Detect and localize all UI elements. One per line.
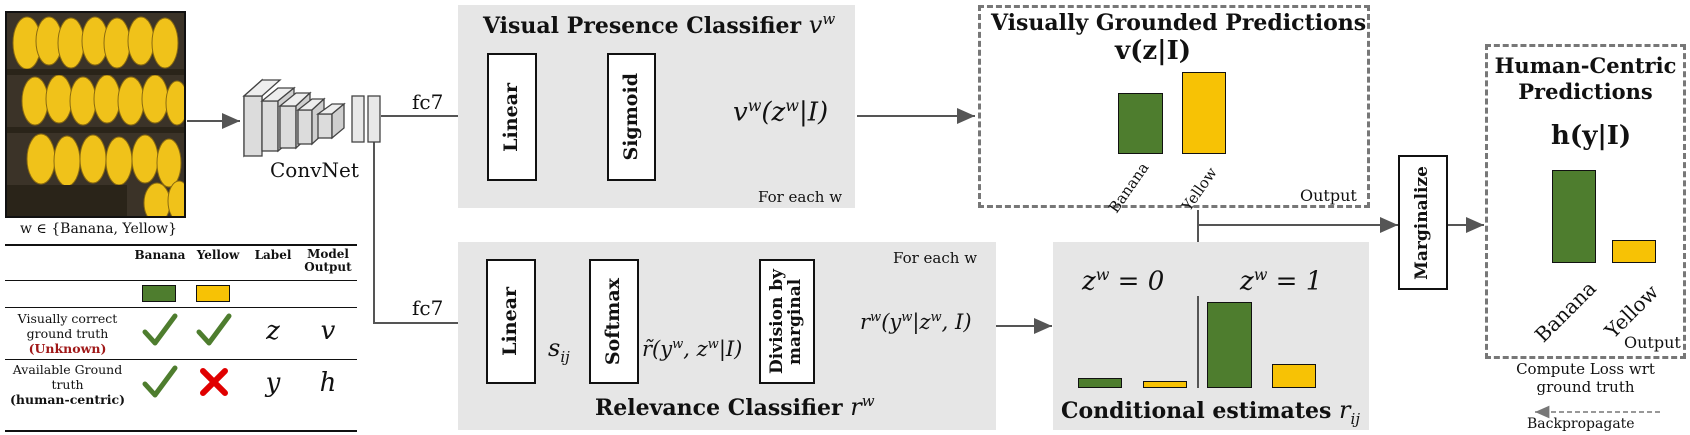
table-header-model-output: Model Output [304,247,352,275]
loss-text: Compute Loss wrt ground truth [1485,360,1686,396]
row2-label-line2: truth [51,377,84,392]
cond-bar-z0-yellow [1143,381,1187,388]
legend-swatch-green [142,285,176,302]
human-title-line1: Human-Centric [1494,53,1677,78]
visual-classifier-title-sup: w [822,10,836,28]
z1-label: zw = 1 [1240,265,1323,297]
conditional-title-text: Conditional estimates [1061,398,1332,424]
cond-bar-z1-yellow [1272,364,1316,388]
row1-label-line3: (Unknown) [28,341,107,356]
human-title-block: Human-Centric Predictions [1485,53,1686,106]
relevance-output-formula: rw(yw|zw, I) [860,310,972,334]
table-rule-1 [5,280,357,281]
human-bar-yellow [1612,240,1656,263]
visual-linear-label: Linear [500,82,523,152]
table-header-label: Label [254,248,292,262]
row2-output-symbol: h [319,368,337,398]
z0-label: zw = 0 [1082,265,1165,297]
banana-image [5,11,186,218]
convnet-label: ConvNet [270,158,359,182]
human-bar-banana [1552,170,1596,263]
loss-line2: ground truth [1536,378,1635,396]
table-top-rule [5,244,357,246]
row1-check-banana-icon [142,313,178,346]
grounded-bar-banana [1118,93,1163,154]
row2-label-line1: Available Ground [12,362,123,377]
visual-classifier-title: Visual Presence Classifier vw [483,10,835,39]
convnet-icon [242,78,381,158]
row2-label-line3: (human-centric) [10,392,125,407]
relevance-linear-label: Linear [499,287,522,356]
relevance-title: Relevance Classifier rw [595,392,875,421]
relevance-classifier-panel [458,242,996,430]
rtilde-formula: r̃(yw, zw|I) [642,337,743,361]
row2-label-symbol: y [265,368,281,398]
table-rule-2 [5,307,357,308]
softmax-label: Softmax [602,277,625,366]
table-rule-3 [5,359,357,360]
human-formula: h(y|I) [1551,121,1632,151]
grounded-formula: v(z|I) [1115,36,1192,66]
relevance-title-math: r [850,393,862,421]
conditional-divider [1197,296,1199,388]
fc7-top-label: fc7 [412,90,444,114]
table-bottom-rule [5,430,357,432]
human-output-label: Output [1624,333,1681,352]
input-caption: w ∈ {Banana, Yellow} [20,221,178,237]
grounded-title: Visually Grounded Predictions [991,10,1367,36]
grounded-predictions-box [978,5,1370,208]
banana-photo-illustration [7,13,184,216]
loss-line1: Compute Loss wrt [1516,360,1655,378]
visual-classifier-title-math: v [808,11,823,39]
row2-cross-yellow-icon [200,368,228,396]
fc7-bottom-label: fc7 [412,296,444,320]
row1-label: Visually correct ground truth (Unknown) [5,311,130,356]
visual-for-each: For each w [758,188,843,206]
visual-linear-box: Linear [487,53,537,181]
row1-label-line2: ground truth [26,326,109,341]
grounded-output-label: Output [1300,186,1357,205]
cond-bar-z0-banana [1078,378,1122,388]
truth-table: Banana Yellow Label Model Output Visuall… [5,244,357,434]
sigmoid-label: Sigmoid [619,73,642,161]
relevance-for-each: For each w [893,249,978,267]
backpropagate-label: Backpropagate [1527,416,1635,432]
marginalize-box: Marginalize [1398,155,1448,290]
softmax-box: Softmax [589,259,639,384]
visual-classifier-title-text: Visual Presence Classifier [483,13,802,39]
sigmoid-box: Sigmoid [607,53,656,181]
visual-output-formula: vw(zw|I) [733,96,829,128]
marginalize-label: Marginalize [1412,165,1433,280]
row1-label-line1: Visually correct [17,311,118,326]
sij-label: sij [548,334,570,366]
cond-bar-z1-banana [1207,302,1252,388]
row2-check-banana-icon [142,365,178,398]
human-title-line2: Predictions [1518,79,1653,105]
table-header-yellow: Yellow [196,248,240,262]
row2-label: Available Ground truth (human-centric) [5,362,130,407]
table-header-banana: Banana [134,248,186,262]
row1-label-symbol: z [266,316,280,346]
arrow-fc7-bottom [373,140,486,331]
conditional-title: Conditional estimates rij [1061,396,1360,428]
grounded-bar-yellow [1182,72,1226,154]
row1-output-symbol: v [320,316,336,346]
relevance-linear-box: Linear [486,259,536,384]
legend-swatch-yellow [196,285,230,302]
relevance-title-sup: w [861,392,875,410]
relevance-title-text: Relevance Classifier [595,395,843,421]
row1-check-yellow-icon [196,313,232,346]
